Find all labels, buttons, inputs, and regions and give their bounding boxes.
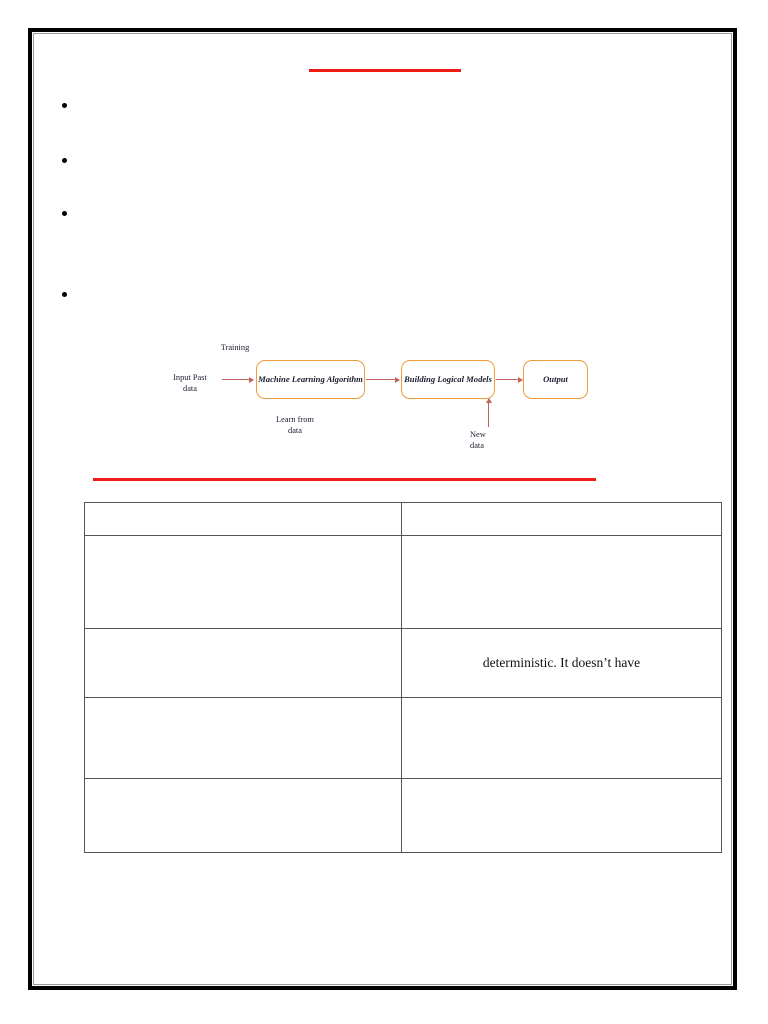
table-cell-right bbox=[401, 535, 722, 629]
bullet-dot-icon bbox=[62, 292, 67, 297]
bullet-dot-icon bbox=[62, 211, 67, 216]
diagram-box-output: Output bbox=[523, 360, 588, 399]
table-row bbox=[84, 778, 722, 853]
diagram-label-training: Training bbox=[220, 343, 250, 352]
table-header-cell-right bbox=[401, 502, 722, 536]
table-cell-left bbox=[84, 697, 402, 779]
comparison-table: deterministic. It doesn’t have bbox=[84, 502, 722, 853]
diagram-box-building-logical-models: Building Logical Models bbox=[401, 360, 495, 399]
table-cell-right: deterministic. It doesn’t have bbox=[401, 628, 722, 698]
bullet-item-1 bbox=[62, 98, 81, 108]
heading-rule-mid bbox=[93, 478, 596, 481]
bullet-item-3 bbox=[62, 206, 81, 216]
table-cell-right bbox=[401, 697, 722, 779]
arrow-models-to-output-icon bbox=[496, 379, 522, 381]
table-row bbox=[84, 535, 722, 629]
table-cell-left bbox=[84, 628, 402, 698]
diagram-label-input-past-data: Input Past data bbox=[173, 373, 207, 393]
table-header-row bbox=[84, 502, 722, 536]
bullet-dot-icon bbox=[62, 158, 67, 163]
machine-learning-workflow-diagram: Training Input Past data Learn from data… bbox=[160, 333, 610, 463]
bullet-item-2 bbox=[62, 153, 81, 163]
heading-rule-top bbox=[309, 69, 461, 72]
table-cell-right bbox=[401, 778, 722, 853]
table-row: deterministic. It doesn’t have bbox=[84, 628, 722, 698]
bullet-item-4 bbox=[62, 287, 81, 297]
table-cell-left bbox=[84, 778, 402, 853]
arrow-algorithm-to-models-icon bbox=[366, 379, 399, 381]
table-cell-left bbox=[84, 535, 402, 629]
arrow-input-to-algorithm-icon bbox=[222, 379, 253, 381]
diagram-label-learn-from-data: Learn from data bbox=[276, 415, 314, 435]
arrow-new-data-up-icon bbox=[488, 399, 490, 427]
bullet-dot-icon bbox=[62, 103, 67, 108]
diagram-label-new-data: New data bbox=[470, 430, 486, 450]
table-row bbox=[84, 697, 722, 779]
table-header-cell-left bbox=[84, 502, 402, 536]
diagram-box-ml-algorithm: Machine Learning Algorithm bbox=[256, 360, 365, 399]
